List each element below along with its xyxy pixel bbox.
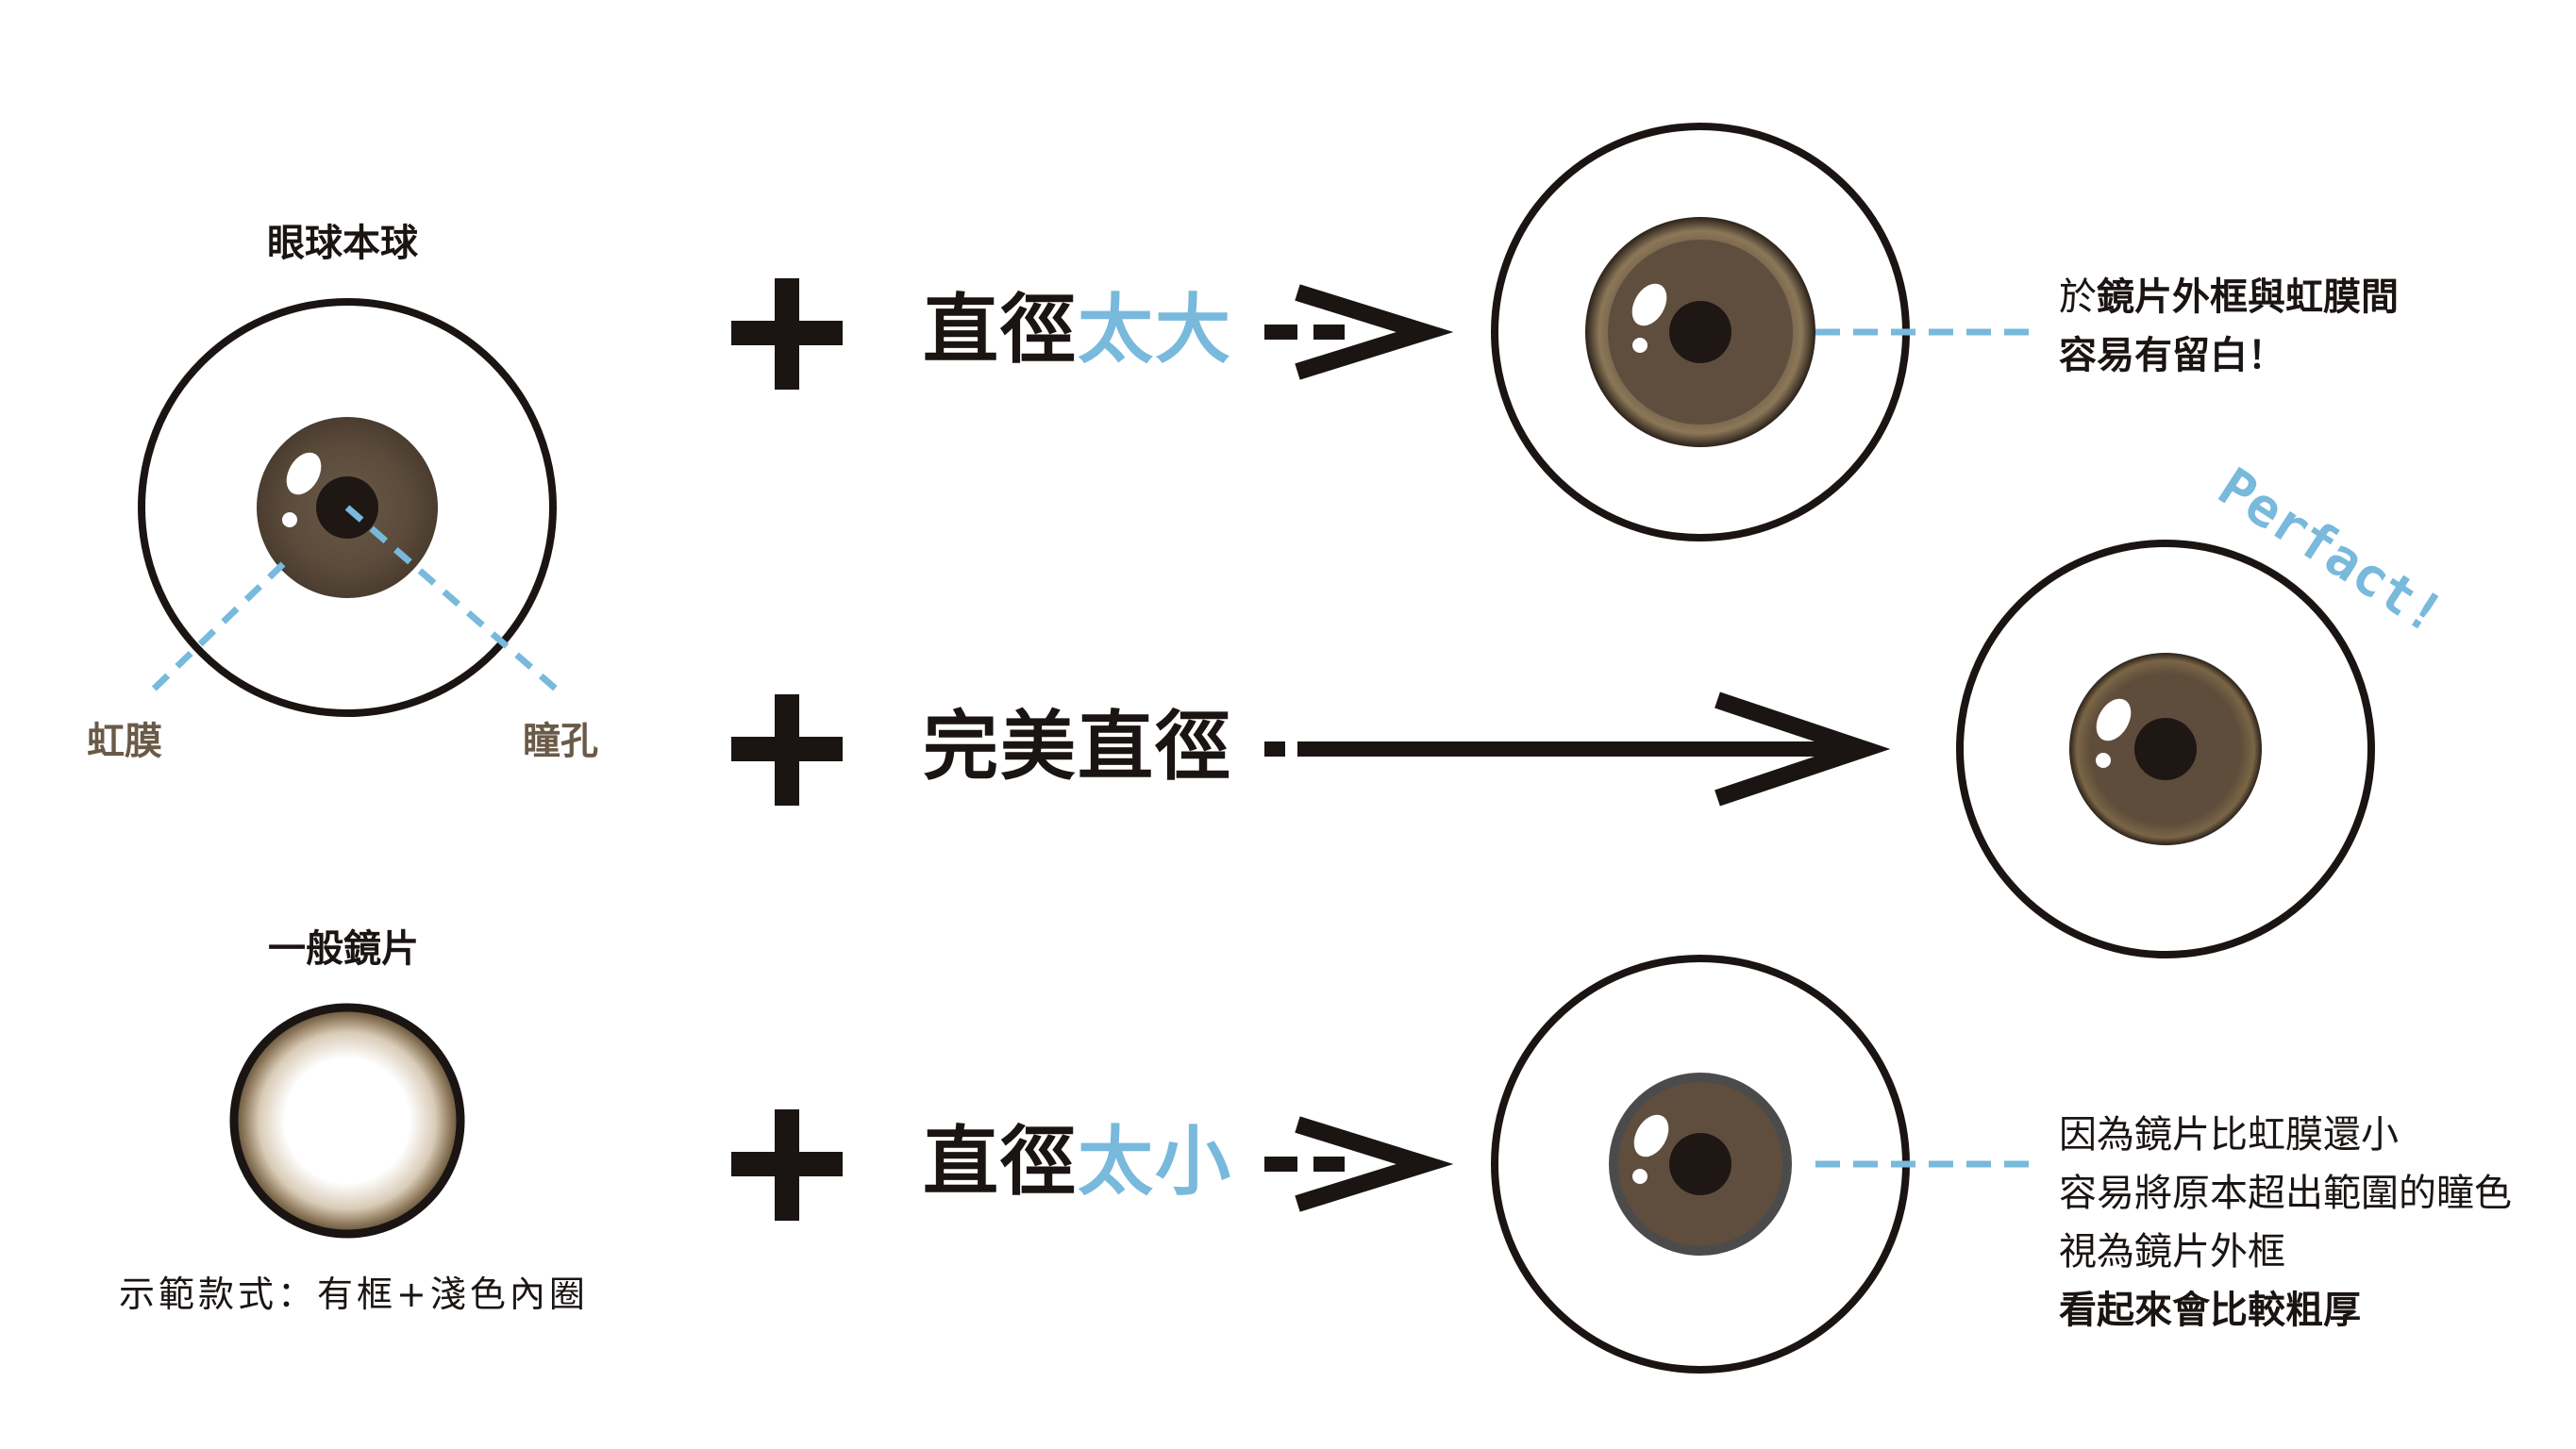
note-line: 因為鏡片比虹膜還小 xyxy=(2059,1113,2399,1157)
highlight-small xyxy=(1632,1169,1648,1184)
highlight-small xyxy=(282,512,297,527)
arrow-head xyxy=(1295,1116,1454,1212)
lens-rim xyxy=(229,1003,465,1239)
row-too-small-label: 直徑太小 xyxy=(923,1124,1232,1200)
note-line: 容易將原本超出範圍的瞳色 xyxy=(2059,1172,2512,1215)
row-perfect-graphics xyxy=(1264,540,2375,958)
note-line: 於 xyxy=(2059,275,2097,319)
highlight xyxy=(1631,283,1667,326)
label-prefix: 直徑 xyxy=(923,1118,1078,1206)
label-prefix: 直徑 xyxy=(923,286,1078,374)
highlight xyxy=(1633,1114,1669,1158)
pupil-pointer-line xyxy=(344,505,567,699)
highlight xyxy=(286,452,322,495)
highlight-small xyxy=(1632,338,1648,353)
lens-body xyxy=(234,1008,460,1234)
label-highlight: 太小 xyxy=(1078,1118,1232,1206)
pupil xyxy=(1669,301,1731,363)
pupil-label: 瞳孔 xyxy=(523,720,598,763)
row-too-small-graphics xyxy=(1264,955,2029,1374)
thick-lens-rim xyxy=(1609,1073,1792,1256)
eyeball-diagram xyxy=(138,298,567,717)
note-too-big: 於鏡片外框與虹膜間 容易有留白！ xyxy=(2059,268,2399,385)
eyeball-title: 眼球本球 xyxy=(267,222,418,265)
row-too-big-label: 直徑太大 xyxy=(923,292,1232,368)
iris-label: 虹膜 xyxy=(87,720,162,763)
row-perfect-label: 完美直徑 xyxy=(923,709,1232,785)
note-line: 容易有留白！ xyxy=(2059,334,2285,377)
lens-title: 一般鏡片 xyxy=(268,927,419,971)
note-line: 視為鏡片外框 xyxy=(2059,1230,2285,1274)
lens-caption: 示範款式：有框+淺色內圈 xyxy=(119,1274,589,1315)
highlight xyxy=(2096,698,2132,741)
label-prefix: 完美直徑 xyxy=(923,703,1232,791)
lens-sample xyxy=(229,1003,465,1239)
highlight-small xyxy=(2096,753,2111,768)
note-too-small: 因為鏡片比虹膜還小 容易將原本超出範圍的瞳色 視為鏡片外框 看起來會比較粗厚 xyxy=(2059,1106,2512,1340)
note-bold: 看起來會比較粗厚 xyxy=(2059,1289,2361,1332)
row-too-big-graphics xyxy=(1264,123,2029,541)
arrow-head xyxy=(1715,691,1891,807)
arrow-head xyxy=(1295,284,1454,380)
pupil xyxy=(1669,1133,1731,1195)
label-highlight: 太大 xyxy=(1078,286,1232,374)
pupil xyxy=(2134,718,2197,780)
note-bold: 鏡片外框與虹膜間 xyxy=(2097,275,2399,319)
